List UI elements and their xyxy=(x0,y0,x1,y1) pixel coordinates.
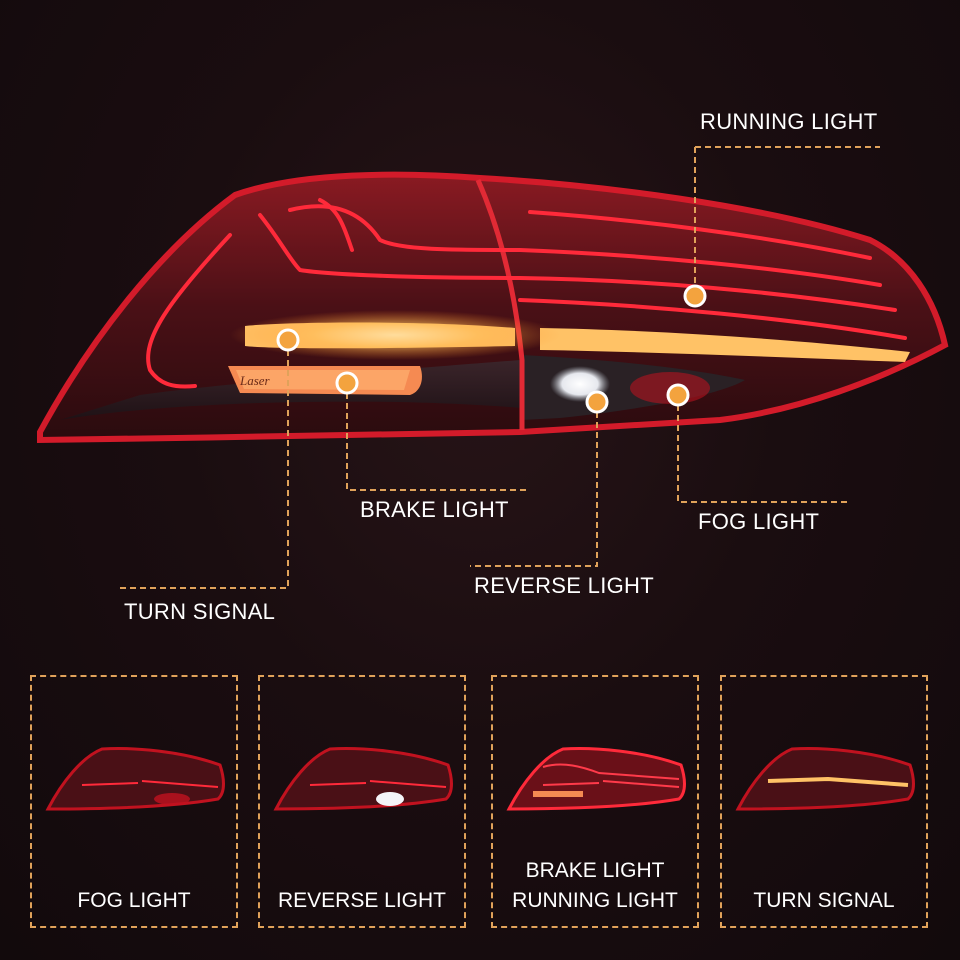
panel-brake-running-light: BRAKE LIGHT RUNNING LIGHT xyxy=(491,675,699,928)
panel-fog-light: FOG LIGHT xyxy=(30,675,238,928)
running-light-label: RUNNING LIGHT xyxy=(700,109,878,134)
running-light-dot xyxy=(683,284,707,308)
mini-lamp-icon xyxy=(735,747,915,811)
callout-dots xyxy=(276,284,707,414)
running-light-bars xyxy=(146,198,907,389)
fog-light-dot xyxy=(666,383,690,407)
panel-label: FOG LIGHT xyxy=(77,889,191,912)
reverse-light-dot xyxy=(585,390,609,414)
panel-label: TURN SIGNAL xyxy=(753,889,895,912)
laser-engraving: Laser xyxy=(239,373,271,388)
mini-lamp-icon xyxy=(506,747,686,811)
taillight-assembly xyxy=(37,171,949,444)
brake-light-label: BRAKE LIGHT xyxy=(360,497,509,522)
fog-light-label: FOG LIGHT xyxy=(698,509,820,534)
reverse-light-label: REVERSE LIGHT xyxy=(474,573,654,598)
mini-lamp-icon xyxy=(273,747,453,811)
panel-label-line-2: RUNNING LIGHT xyxy=(512,889,678,912)
panel-turn-signal: TURN SIGNAL xyxy=(720,675,928,928)
turn-signal-bar-right xyxy=(540,328,910,362)
mini-lamp-icon xyxy=(45,747,225,811)
panel-label-line-1: BRAKE LIGHT xyxy=(525,859,665,882)
panel-label: REVERSE LIGHT xyxy=(277,889,447,912)
turn-signal-label: TURN SIGNAL xyxy=(124,599,276,624)
brake-light-dot xyxy=(335,371,359,395)
turn-signal-dot xyxy=(276,328,300,352)
callout-lines xyxy=(118,146,880,589)
panel-reverse-light: REVERSE LIGHT xyxy=(258,675,466,928)
